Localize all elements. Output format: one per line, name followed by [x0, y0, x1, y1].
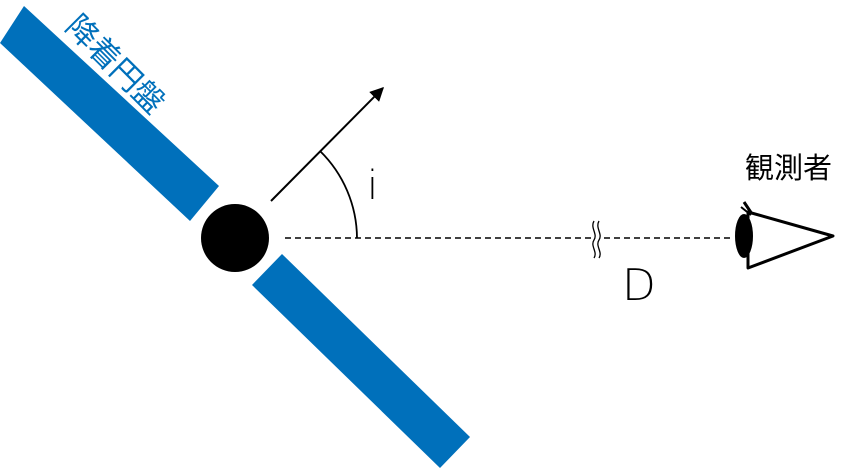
inclination-label: i — [367, 163, 378, 209]
disk-upper-arm — [0, 6, 219, 221]
central-object — [201, 204, 269, 272]
distance-label: D — [622, 260, 656, 311]
inclination-arc — [319, 150, 358, 239]
wavy-break-icon — [592, 220, 601, 259]
eye-icon — [735, 201, 835, 270]
observer-label: 観測者 — [745, 151, 832, 185]
disk-normal-arrow — [270, 87, 384, 202]
disk-lower-arm — [252, 254, 470, 468]
